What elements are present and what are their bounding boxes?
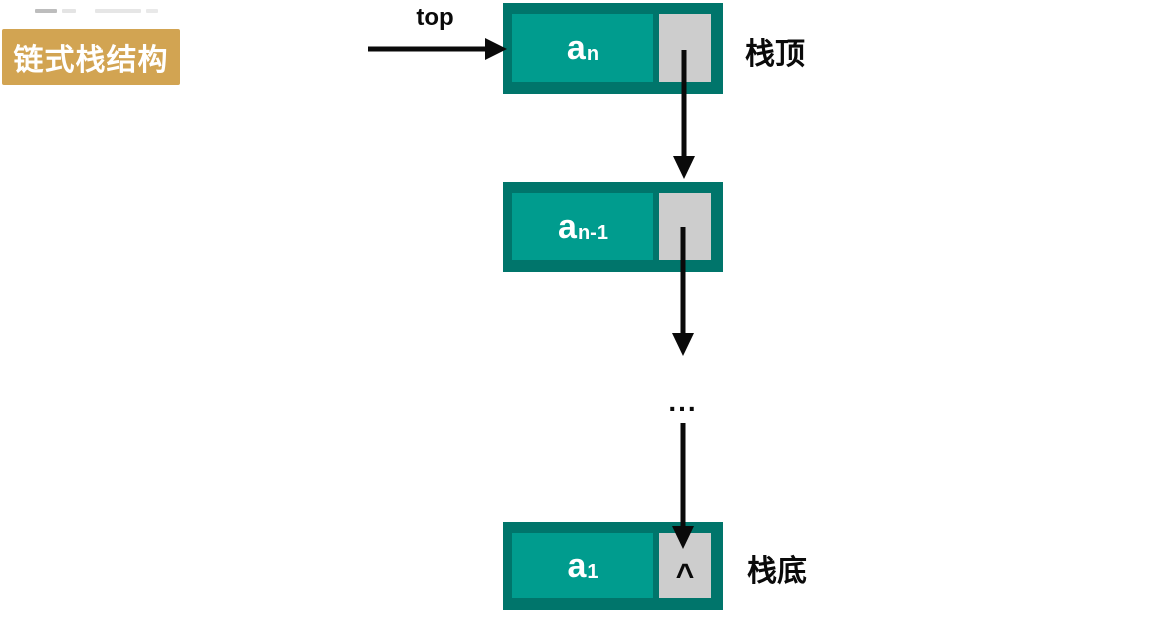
top-pointer-label: top (416, 4, 454, 31)
node-value: a (567, 546, 587, 585)
node-pointer-field (659, 193, 711, 260)
node-value: a (566, 29, 586, 67)
top-pointer-arrow (368, 38, 507, 60)
node-value-subscript: 1 (587, 560, 599, 583)
stack-top-label: 栈顶 (745, 38, 805, 71)
omitted-nodes-ellipsis: ... (668, 386, 698, 417)
stack-bottom-label: 栈底 (747, 555, 807, 588)
cutoff-text-fragment (35, 0, 165, 13)
diagram-title-badge: 链式栈结构 (2, 29, 180, 85)
node-value: a (558, 207, 577, 246)
node-value-subscript: n (586, 43, 600, 65)
null-pointer-caret: ^ (675, 556, 695, 593)
diagram-title: 链式栈结构 (13, 44, 169, 77)
node-value-subscript: n-1 (577, 221, 608, 244)
node-pointer-field (659, 14, 711, 82)
node-pointer-field: ^ (659, 533, 711, 598)
